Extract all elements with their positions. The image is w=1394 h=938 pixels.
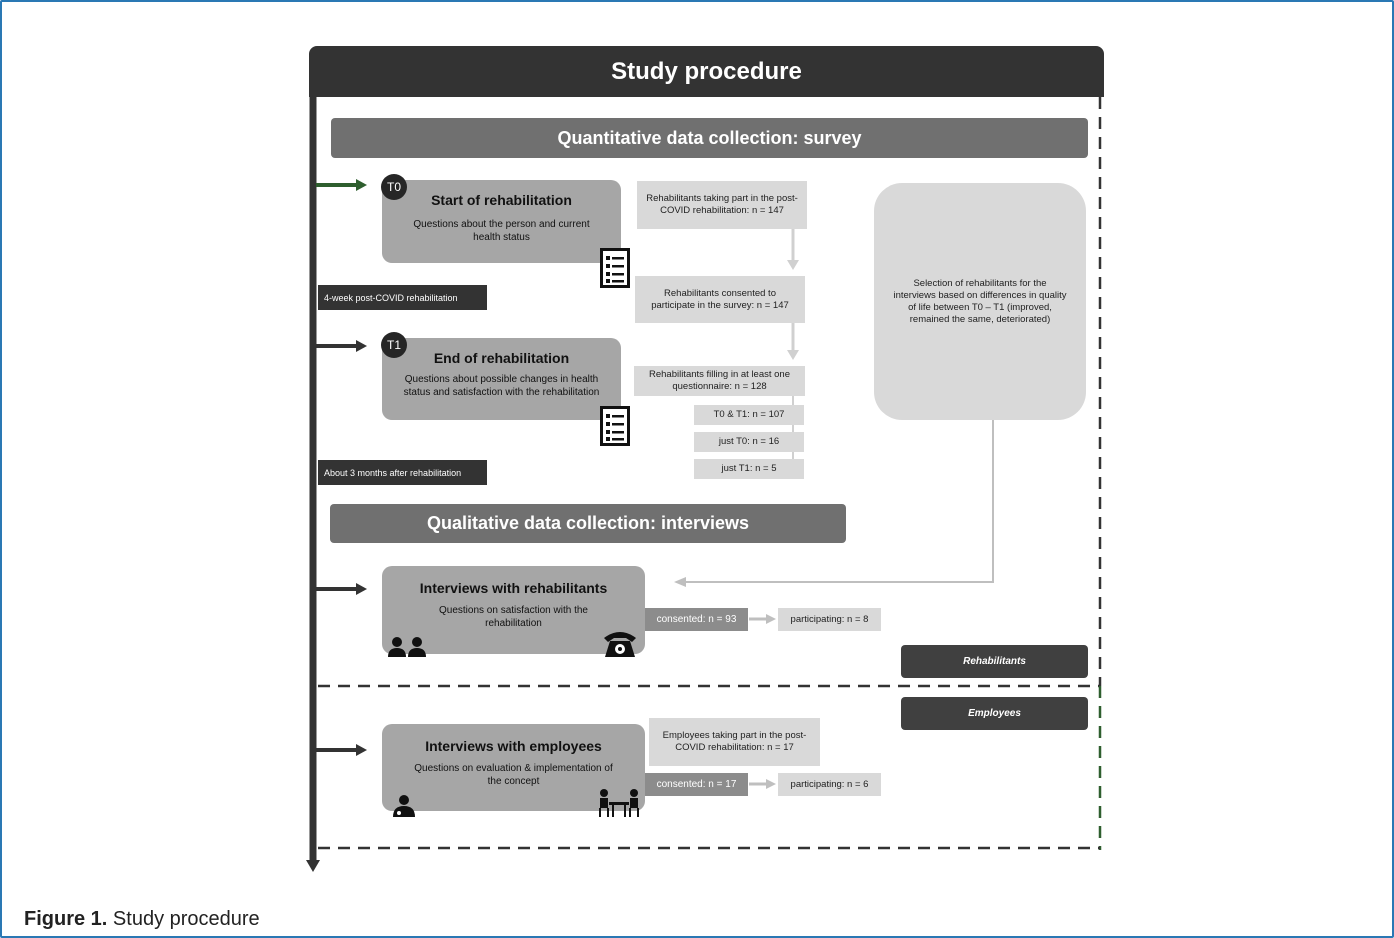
arrow-interviews-emp [316,744,367,756]
section-qualitative: Qualitative data collection: interviews [330,504,846,543]
stage-interviews-emp: Interviews with employees Questions on e… [382,724,645,811]
badge-t0: T0 [381,174,407,200]
flow-box-participants: Rehabilitants taking part in the post-CO… [637,181,807,229]
figure-caption: Figure 1. Study procedure [24,908,260,931]
selection-arrow [674,420,994,587]
flow-box-filled: Rehabilitants filling in at least one qu… [634,366,805,396]
emp-consented-box: consented: n = 17 [645,773,748,796]
doctor-icon [393,795,415,817]
caption-text: Study procedure [112,908,260,930]
diagram-title: Study procedure [309,46,1104,97]
stage-t0-desc: Questions about the person and current h… [413,219,590,243]
flow-sub-t1: just T1: n = 5 [694,459,804,479]
stage-interviews-rehab: Interviews with rehabilitants Questions … [382,566,645,654]
stage-interviews-emp-title: Interviews with employees [425,738,602,754]
flow-arrow-2 [787,323,799,360]
telephone-icon [604,632,636,657]
stage-t1-desc: Questions about possible changes in heal… [403,374,600,398]
selection-box: Selection of rehabilitants for the inter… [874,183,1086,420]
stage-interviews-rehab-title: Interviews with rehabilitants [419,580,608,596]
period-label-1: 4-week post-COVID rehabilitation [318,285,487,310]
arrow-rehab-participating [749,614,776,624]
flow-arrow-1 [787,229,799,270]
flow-sub-t0: just T0: n = 16 [694,432,804,452]
group-label-rehabilitants: Rehabilitants [901,645,1088,678]
meeting-icon [599,789,639,817]
arrow-t0 [316,179,367,191]
stage-interviews-rehab-desc: Questions on satisfaction with the rehab… [439,605,588,629]
stage-t0-title: Start of rehabilitation [431,192,572,208]
period-label-2: About 3 months after rehabilitation [318,460,487,485]
emp-taking-part-box: Employees taking part in the post-COVID … [649,718,820,766]
questionnaire-icon [600,248,630,288]
badge-t1: T1 [381,332,407,358]
arrow-t1 [316,340,367,352]
group-label-employees: Employees [901,697,1088,730]
questionnaire-icon [600,406,630,446]
stage-t1-title: End of rehabilitation [433,350,570,366]
section-quantitative: Quantitative data collection: survey [331,118,1088,158]
arrow-interviews-rehab [316,583,367,595]
stage-t1: End of rehabilitation Questions about po… [382,338,621,420]
caption-label: Figure 1. [24,908,108,930]
emp-participating-box: participating: n = 6 [778,773,881,796]
arrow-emp-participating [749,779,776,789]
timeline-arrowhead [306,860,320,872]
rehab-participating-box: participating: n = 8 [778,608,881,631]
people-icon [388,637,426,657]
flow-sub-both: T0 & T1: n = 107 [694,405,804,425]
stage-interviews-emp-desc: Questions on evaluation & implementation… [414,763,613,787]
stage-t0: Start of rehabilitation Questions about … [382,180,621,263]
rehab-consented-box: consented: n = 93 [645,608,748,631]
flow-box-consented: Rehabilitants consented to participate i… [635,276,805,323]
